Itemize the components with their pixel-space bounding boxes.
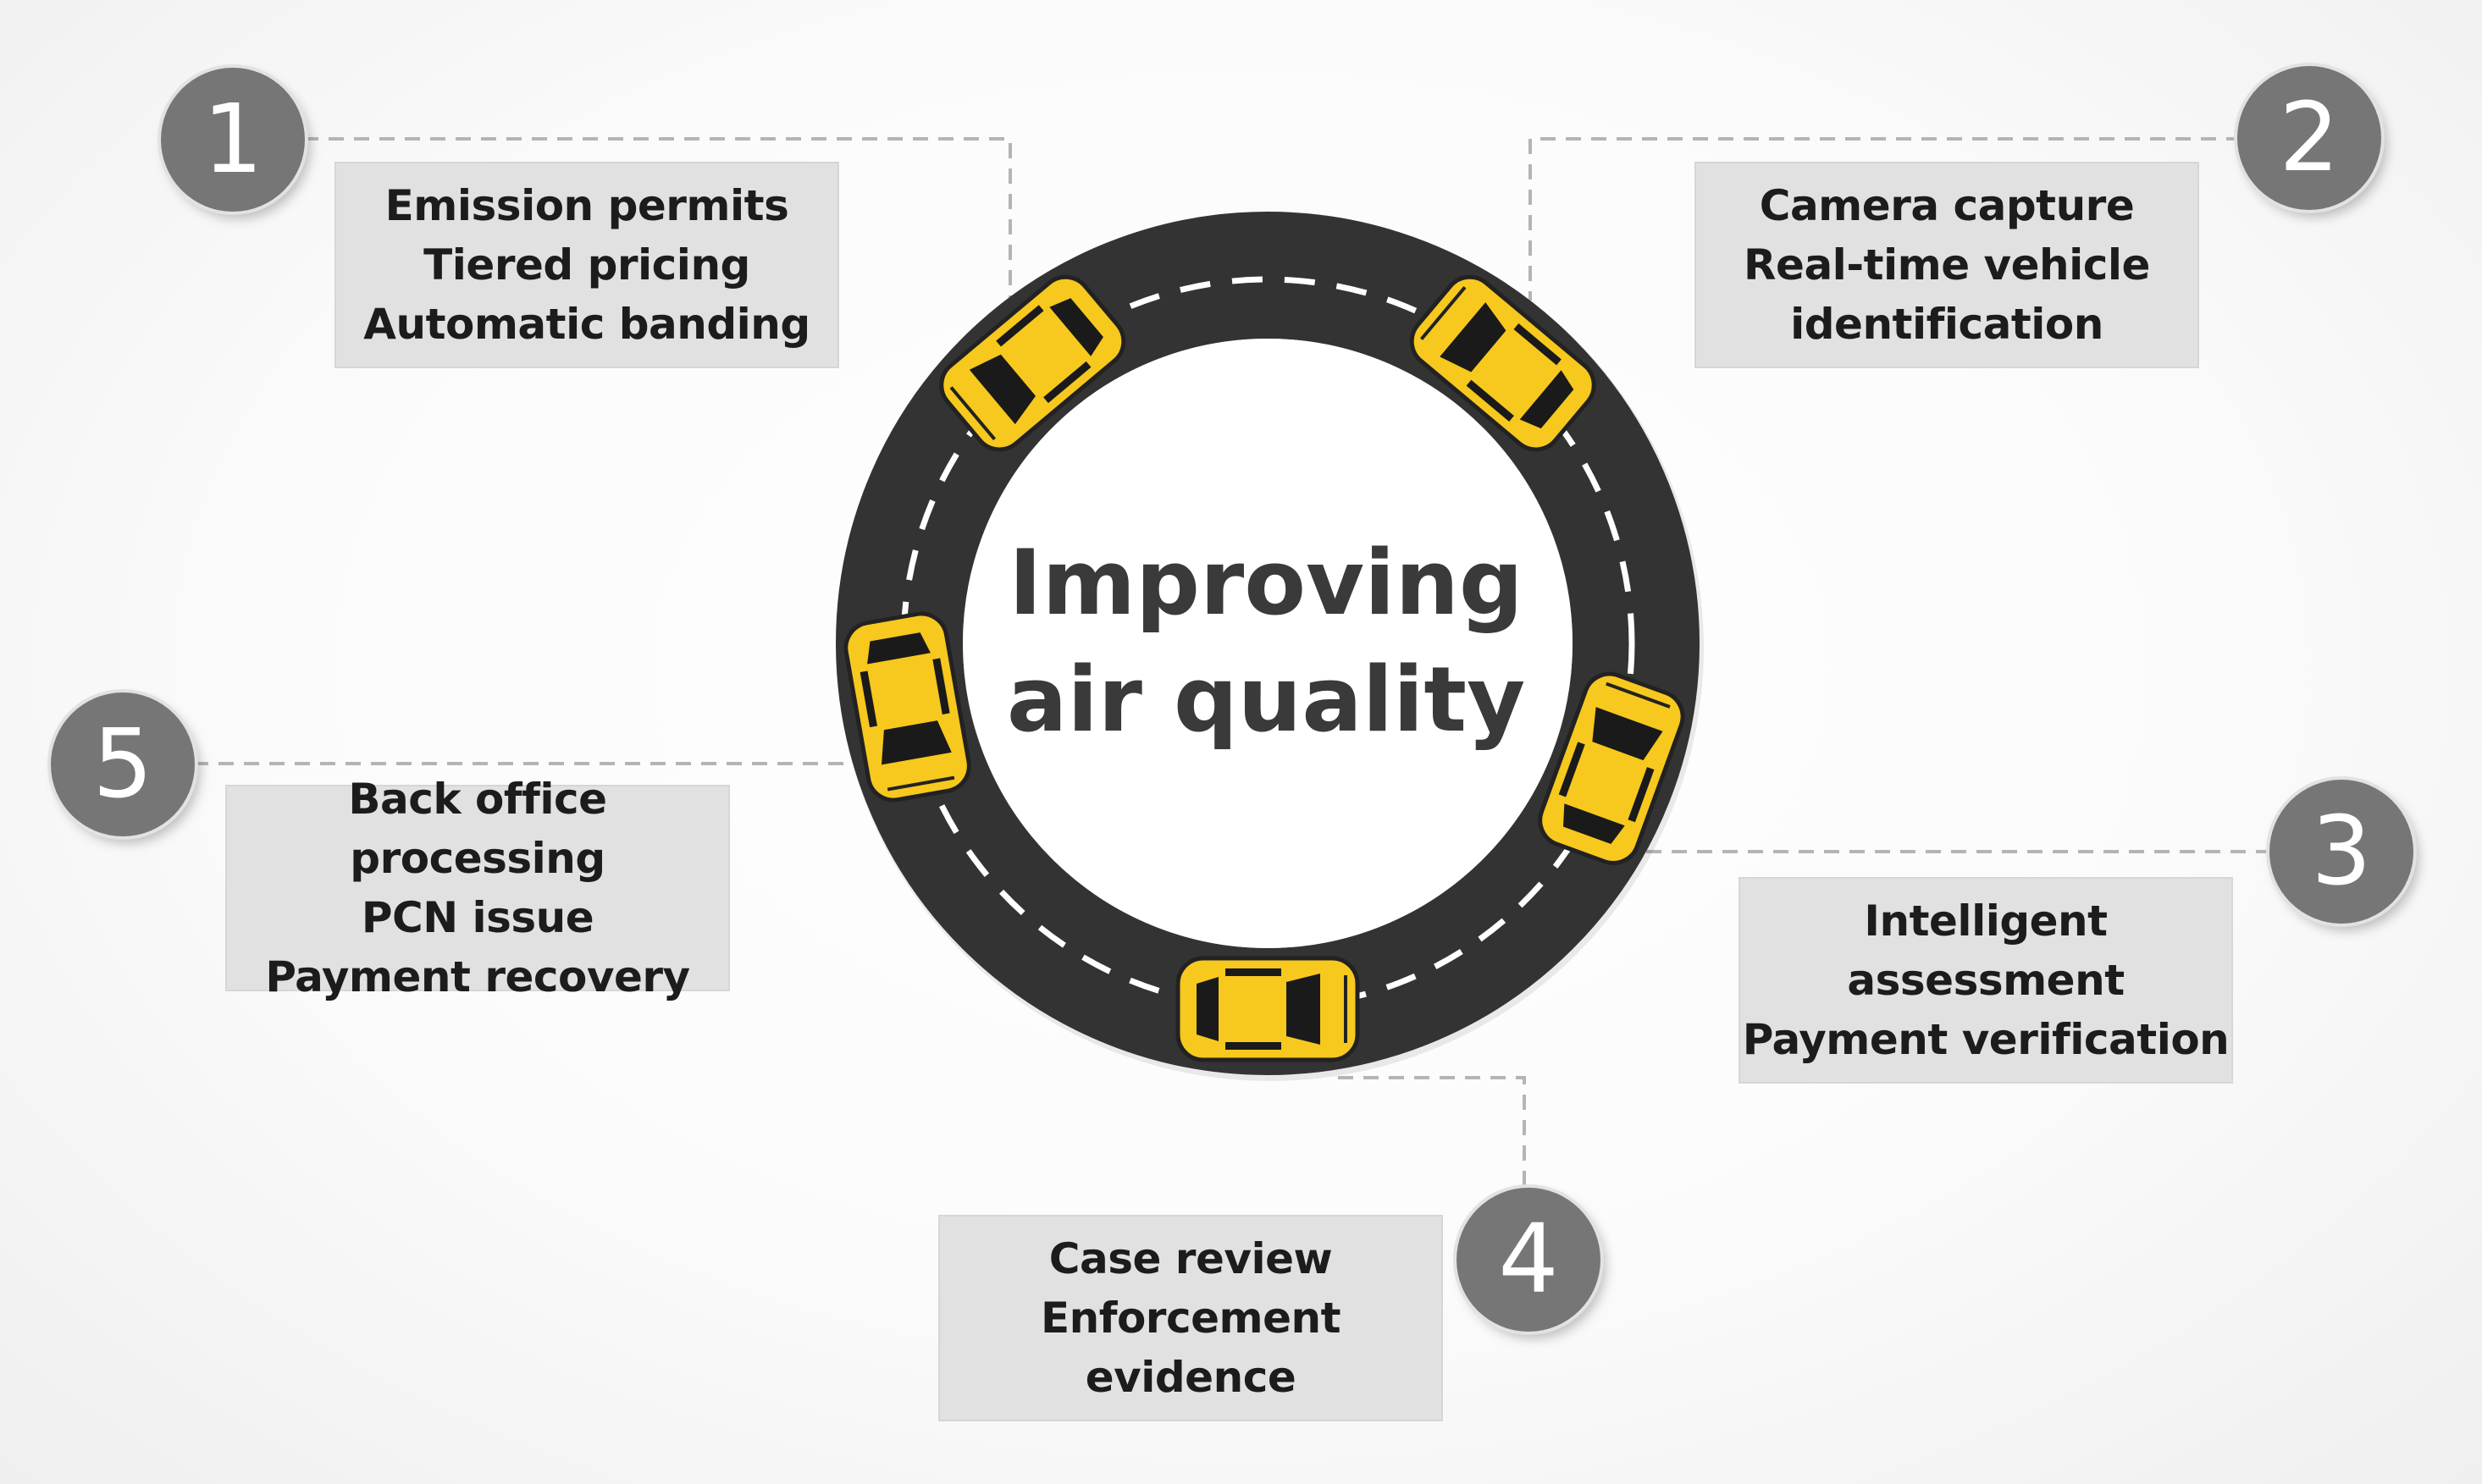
lane-marking xyxy=(900,276,1635,1011)
center-title: Improving air quality xyxy=(970,525,1562,759)
step-1-badge: 1 xyxy=(161,68,305,212)
inner-disc xyxy=(963,339,1573,948)
connector-4 xyxy=(1338,1076,1526,1185)
step-4-box: Case review Enforcement evidence xyxy=(940,1216,1441,1420)
step-4-line-3: evidence xyxy=(1085,1353,1296,1402)
step-3-box: Intelligent assessment Payment verificat… xyxy=(1740,879,2231,1082)
step-1-line-1: Emission permits xyxy=(384,181,789,230)
center-title-line-2: air quality xyxy=(1006,648,1526,752)
cars xyxy=(843,274,1685,1062)
step-1-line-2: Tiered pricing xyxy=(423,240,750,290)
step-2-line-2: Real-time vehicle xyxy=(1744,240,2150,290)
connector-lines xyxy=(193,137,2271,1185)
step-4-line-2: Enforcement xyxy=(1040,1294,1341,1343)
step-5-box: Back office processing PCN issue Payment… xyxy=(227,775,728,1001)
car-icon xyxy=(939,274,1126,452)
step-3-line-3: Payment verification xyxy=(1742,1015,2230,1064)
step-2-box: Camera capture Real-time vehicle identif… xyxy=(1696,163,2197,367)
step-4-line-1: Case review xyxy=(1048,1234,1333,1283)
step-1-line-3: Automatic banding xyxy=(363,300,810,349)
step-5-line-3: Payment recovery xyxy=(265,952,690,1001)
road-ring xyxy=(836,212,1704,1081)
car-icon xyxy=(1538,671,1685,865)
car-icon xyxy=(1175,956,1360,1062)
step-5-line-1: Back office processing xyxy=(348,775,607,883)
step-2-line-3: identification xyxy=(1790,300,2103,349)
step-5-badge: 5 xyxy=(51,692,195,836)
step-5-line-2: PCN issue xyxy=(361,893,594,942)
step-3-badge: 3 xyxy=(2269,780,2413,924)
step-1-box: Emission permits Tiered pricing Automati… xyxy=(336,163,837,367)
car-icon xyxy=(843,611,971,803)
center-title-line-1: Improving xyxy=(1009,531,1523,635)
step-3-line-1: Intelligent xyxy=(1864,896,2108,946)
step-3-line-2: assessment xyxy=(1847,956,2125,1005)
step-2-badge: 2 xyxy=(2237,66,2381,210)
step-2-line-1: Camera capture xyxy=(1759,181,2135,230)
connector-2 xyxy=(1528,137,2242,301)
car-icon xyxy=(1409,274,1596,452)
connector-1 xyxy=(303,137,1012,301)
step-4-badge: 4 xyxy=(1457,1188,1600,1332)
